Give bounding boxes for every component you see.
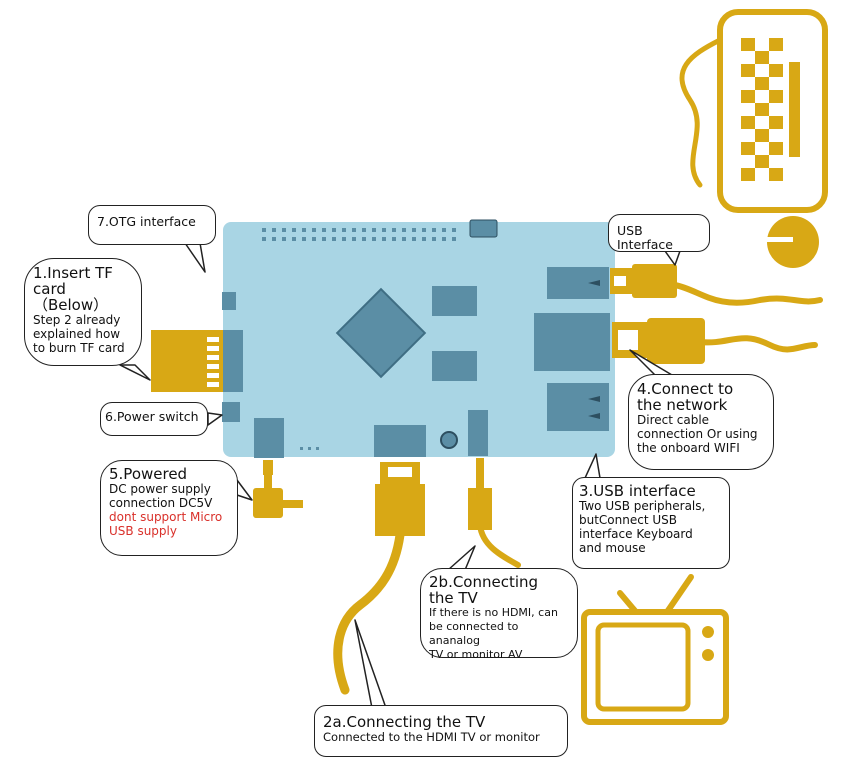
usb-interface-title: 3.USB interface <box>579 482 696 500</box>
network-body-1: Direct cable <box>637 413 710 427</box>
av-plug <box>468 458 492 530</box>
network-body-3: the onboard WIFI <box>637 441 740 455</box>
usb-interface-top-label: USB Interface <box>617 223 673 252</box>
tv-analog-title-1: 2b.Connecting <box>429 573 539 591</box>
network-title-2: the network <box>637 396 728 414</box>
powered-warning-2: USB supply <box>109 524 177 538</box>
power-switch-label: 6.Power switch <box>105 409 199 424</box>
network-plug <box>612 318 705 364</box>
usb-port-2 <box>547 383 609 431</box>
callout-otg-interface: 7.OTG interface <box>88 205 216 245</box>
callout-usb-interface-top: USB Interface <box>608 214 710 252</box>
otg-port <box>222 292 236 310</box>
av-cable <box>477 522 521 568</box>
led <box>440 431 458 449</box>
board-button-top <box>469 219 498 238</box>
mouse-icon <box>765 216 819 268</box>
callout-tv-analog: 2b.Connecting the TV If there is no HDMI… <box>420 568 578 661</box>
av-jack <box>468 410 488 456</box>
usb-interface-body-1: Two USB peripherals, <box>579 499 706 513</box>
otg-interface-label: 7.OTG interface <box>97 214 196 229</box>
tv-analog-body-3: TV or monitor AV <box>429 648 523 661</box>
ethernet-port <box>534 313 610 371</box>
memory-chip-2 <box>432 351 477 381</box>
callout-usb-interface: 3.USB interface Two USB peripherals, but… <box>572 477 730 569</box>
tf-card-body-1: Step 2 already <box>33 313 121 327</box>
keyboard-icon <box>717 9 828 213</box>
powered-warning-1: dont support Micro <box>109 510 223 524</box>
powered-title: 5.Powered <box>109 465 188 483</box>
memory-chip-1 <box>432 286 477 316</box>
tv-icon <box>581 574 729 725</box>
network-cable <box>697 335 818 353</box>
tv-hdmi-title: 2a.Connecting the TV <box>323 713 486 731</box>
tf-card-title-2: card（Below） <box>33 280 109 314</box>
tv-analog-body-1: If there is no HDMI, can <box>429 606 558 619</box>
usb-interface-body-4: and mouse <box>579 541 646 555</box>
callout-powered: 5.Powered DC power supply connection DC5… <box>100 460 238 556</box>
tf-card-body-2: explained how <box>33 327 121 341</box>
callout-power-switch: 6.Power switch <box>100 402 208 436</box>
powered-body-1: DC power supply <box>109 482 211 496</box>
tv-analog-body-2: be connected to ananalog <box>429 620 519 647</box>
tv-hdmi-body: Connected to the HDMI TV or monitor <box>323 730 540 744</box>
gpio-header <box>262 228 456 241</box>
callout-tf-card: 1.Insert TF card（Below） Step 2 already e… <box>24 258 142 366</box>
cpu-chip <box>335 287 427 379</box>
tf-card-body-3: to burn TF card <box>33 341 125 355</box>
callout-tv-hdmi: 2a.Connecting the TV Connected to the HD… <box>314 705 568 757</box>
network-title-1: 4.Connect to <box>637 380 734 398</box>
usb-plug <box>610 264 677 298</box>
usb-interface-body-2: butConnect USB <box>579 513 677 527</box>
hdmi-plug <box>375 462 425 536</box>
power-plug <box>253 460 303 518</box>
powered-body-2: connection DC5V <box>109 496 213 510</box>
keyboard-cable <box>679 37 723 188</box>
hdmi-port <box>374 425 426 457</box>
network-body-2: connection Or using <box>637 427 758 441</box>
usb-cable <box>672 282 823 306</box>
tf-card-title-1: 1.Insert TF <box>33 264 113 282</box>
dc-power-jack <box>254 418 284 458</box>
usb-interface-body-3: interface Keyboard <box>579 527 693 541</box>
hdmi-cable <box>333 530 405 695</box>
tv-analog-title-2: the TV <box>429 589 478 607</box>
board-dots <box>300 447 319 450</box>
callout-network: 4.Connect to the network Direct cable co… <box>628 374 774 470</box>
power-switch-part <box>222 402 240 422</box>
tf-card-slot <box>223 330 243 392</box>
